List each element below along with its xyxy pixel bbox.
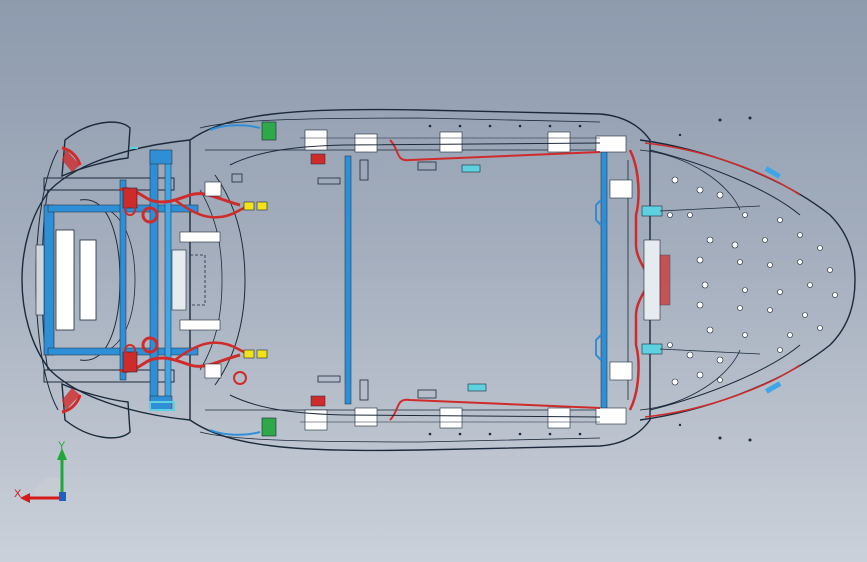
z-axis-marker xyxy=(59,492,66,501)
rear-module xyxy=(609,116,838,442)
side-modules xyxy=(209,121,277,437)
cabin-structure xyxy=(229,124,627,436)
x-axis-label: X xyxy=(14,488,22,500)
y-axis-label: Y xyxy=(58,440,66,452)
front-module xyxy=(35,146,268,414)
triad-graphic xyxy=(20,448,67,503)
axis-triad: Y X xyxy=(14,440,76,506)
body-outline xyxy=(21,108,856,452)
